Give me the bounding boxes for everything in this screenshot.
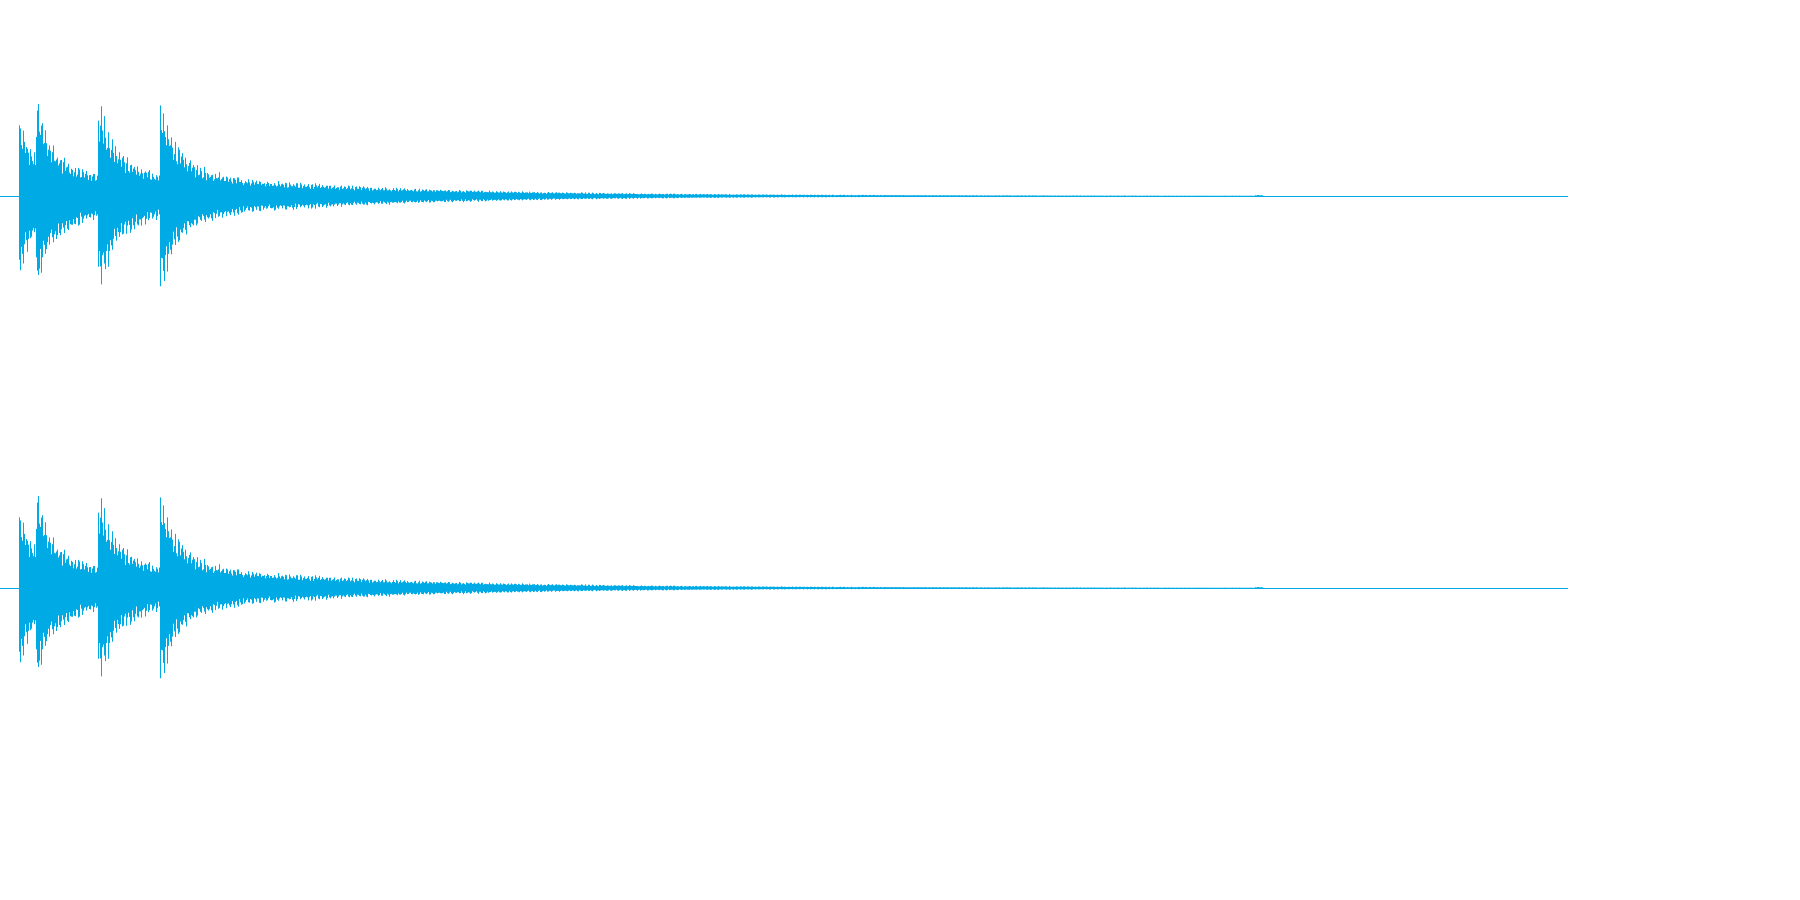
waveform-view	[0, 104, 1568, 679]
waveform-signal	[19, 104, 1263, 287]
waveform-signal	[19, 496, 1263, 679]
channel-right-track	[0, 496, 1568, 679]
waveform-canvas	[0, 104, 1568, 679]
channel-left-track	[0, 104, 1568, 287]
